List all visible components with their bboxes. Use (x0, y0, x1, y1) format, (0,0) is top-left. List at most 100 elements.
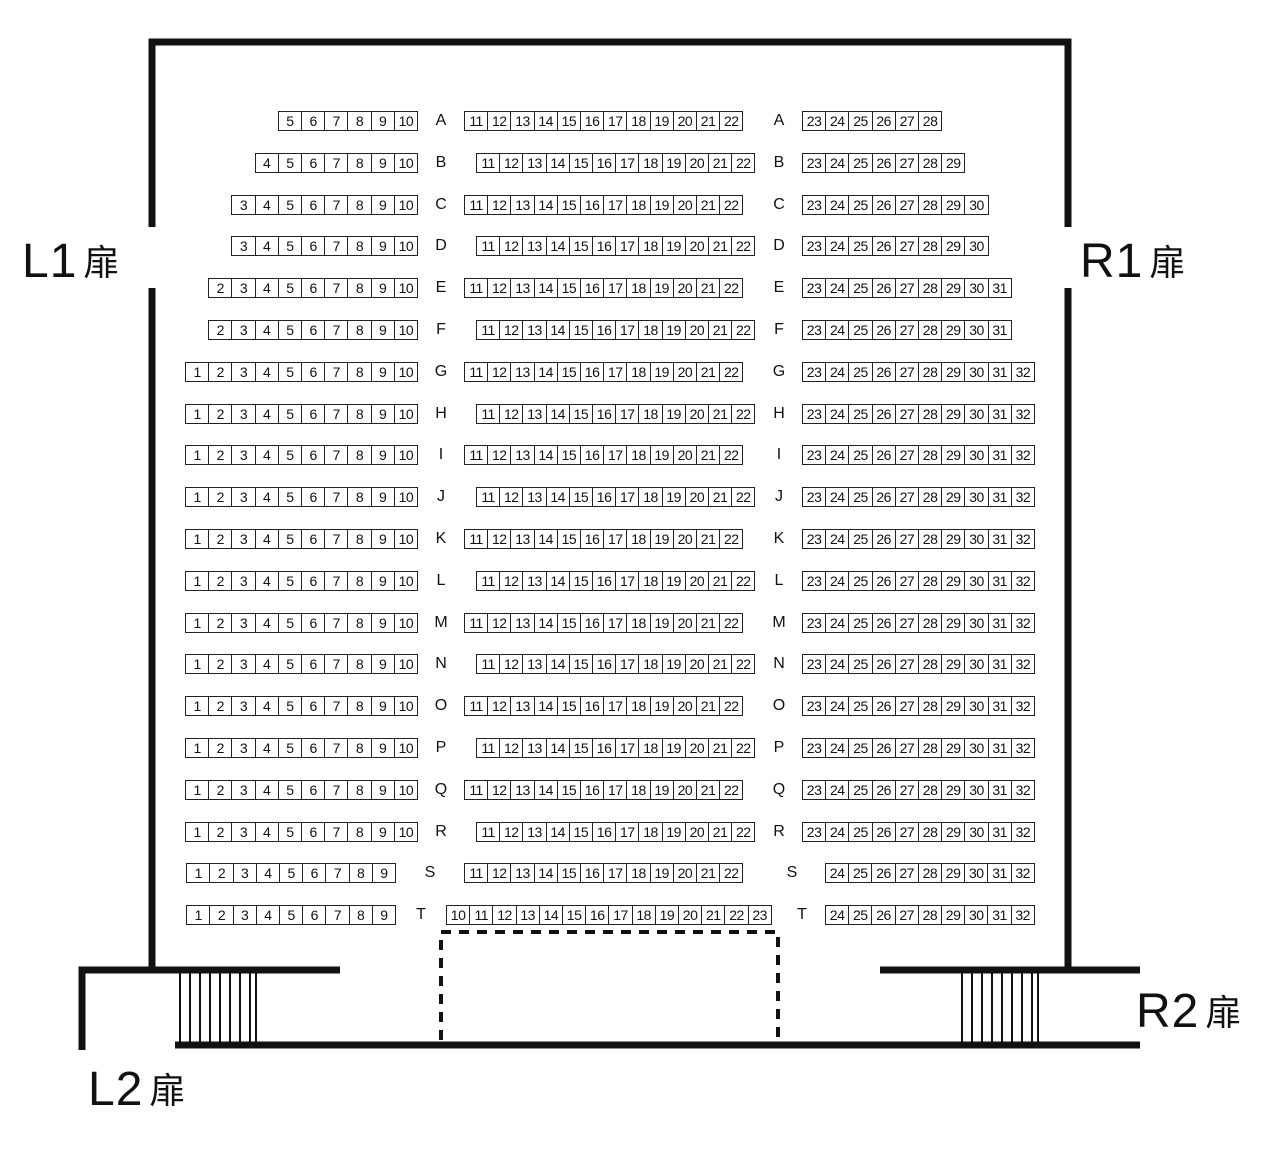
seat[interactable]: 22 (724, 905, 749, 926)
seat[interactable]: 23 (802, 111, 827, 131)
seat[interactable]: 28 (918, 403, 943, 424)
seat[interactable]: 32 (1010, 821, 1035, 842)
seat[interactable]: 25 (848, 696, 873, 717)
seat[interactable]: 18 (638, 487, 663, 508)
seat[interactable]: 30 (964, 738, 989, 758)
seat[interactable]: 2 (208, 821, 233, 842)
seat[interactable]: 13 (522, 821, 547, 842)
seat[interactable]: 28 (918, 194, 943, 215)
seat[interactable]: 18 (626, 529, 651, 549)
seat[interactable]: 9 (370, 111, 395, 131)
seat[interactable]: 17 (603, 111, 628, 131)
seat[interactable]: 8 (347, 111, 372, 131)
seat[interactable]: 24 (825, 654, 850, 675)
seat[interactable]: 22 (731, 738, 756, 758)
seat[interactable]: 25 (848, 738, 873, 758)
seat[interactable]: 32 (1010, 403, 1035, 424)
seat[interactable]: 25 (848, 570, 873, 591)
seat[interactable]: 7 (324, 612, 349, 633)
seat[interactable]: 14 (545, 403, 570, 424)
seat[interactable]: 14 (533, 445, 558, 466)
seat[interactable]: 19 (649, 612, 674, 633)
seat[interactable]: 21 (708, 320, 733, 340)
seat[interactable]: 12 (499, 738, 524, 758)
seat[interactable]: 30 (964, 403, 989, 424)
seat[interactable]: 30 (964, 194, 989, 215)
seat[interactable]: 12 (499, 152, 524, 173)
seat[interactable]: 15 (562, 905, 587, 926)
seat[interactable]: 6 (301, 779, 326, 800)
seat[interactable]: 6 (301, 738, 326, 758)
seat[interactable]: 30 (964, 696, 989, 717)
seat[interactable]: 1 (186, 863, 211, 884)
seat[interactable]: 4 (254, 529, 279, 549)
seat[interactable]: 23 (802, 696, 827, 717)
seat[interactable]: 10 (393, 152, 418, 173)
seat[interactable]: 11 (476, 487, 501, 508)
seat[interactable]: 6 (301, 403, 326, 424)
seat[interactable]: 29 (941, 403, 966, 424)
seat[interactable]: 22 (719, 194, 744, 215)
seat[interactable]: 18 (638, 654, 663, 675)
seat[interactable]: 23 (802, 194, 827, 215)
seat[interactable]: 16 (580, 529, 605, 549)
seat[interactable]: 24 (825, 278, 850, 299)
seat[interactable]: 28 (917, 905, 942, 926)
seat[interactable]: 10 (393, 696, 418, 717)
seat[interactable]: 12 (487, 111, 512, 131)
seat[interactable]: 17 (603, 696, 628, 717)
seat[interactable]: 13 (522, 152, 547, 173)
seat[interactable]: 12 (487, 361, 512, 382)
seat[interactable]: 25 (848, 487, 873, 508)
seat[interactable]: 21 (696, 194, 721, 215)
seat[interactable]: 13 (510, 863, 535, 884)
seat[interactable]: 9 (370, 696, 395, 717)
seat[interactable]: 19 (649, 111, 674, 131)
seat[interactable]: 15 (556, 445, 581, 466)
seat[interactable]: 25 (848, 821, 873, 842)
seat[interactable]: 6 (301, 529, 326, 549)
seat[interactable]: 16 (580, 111, 605, 131)
seat[interactable]: 4 (254, 152, 279, 173)
seat[interactable]: 10 (393, 821, 418, 842)
seat[interactable]: 1 (185, 445, 210, 466)
seat[interactable]: 26 (871, 152, 896, 173)
seat[interactable]: 9 (370, 738, 395, 758)
seat[interactable]: 11 (476, 320, 501, 340)
seat[interactable]: 15 (568, 320, 593, 340)
seat[interactable]: 19 (661, 654, 686, 675)
seat[interactable]: 22 (719, 779, 744, 800)
seat[interactable]: 10 (393, 612, 418, 633)
seat[interactable]: 7 (324, 320, 349, 340)
seat[interactable]: 24 (825, 863, 850, 884)
seat[interactable]: 18 (638, 821, 663, 842)
seat[interactable]: 20 (684, 570, 709, 591)
seat[interactable]: 23 (802, 654, 827, 675)
seat[interactable]: 21 (701, 905, 726, 926)
seat[interactable]: 16 (580, 194, 605, 215)
seat[interactable]: 10 (393, 403, 418, 424)
seat[interactable]: 22 (719, 612, 744, 633)
seat[interactable]: 15 (556, 361, 581, 382)
seat[interactable]: 23 (802, 779, 827, 800)
seat[interactable]: 27 (894, 863, 919, 884)
seat[interactable]: 27 (894, 152, 919, 173)
seat[interactable]: 7 (324, 194, 349, 215)
seat[interactable]: 24 (825, 612, 850, 633)
seat[interactable]: 10 (393, 236, 418, 257)
seat[interactable]: 21 (696, 779, 721, 800)
seat[interactable]: 26 (871, 738, 896, 758)
seat[interactable]: 7 (324, 278, 349, 299)
seat[interactable]: 13 (522, 320, 547, 340)
seat[interactable]: 25 (848, 612, 873, 633)
seat[interactable]: 7 (325, 863, 350, 884)
seat[interactable]: 26 (871, 612, 896, 633)
seat[interactable]: 2 (208, 779, 233, 800)
seat[interactable]: 18 (638, 403, 663, 424)
seat[interactable]: 22 (731, 320, 756, 340)
seat[interactable]: 22 (719, 529, 744, 549)
seat[interactable]: 22 (731, 821, 756, 842)
seat[interactable]: 4 (254, 696, 279, 717)
